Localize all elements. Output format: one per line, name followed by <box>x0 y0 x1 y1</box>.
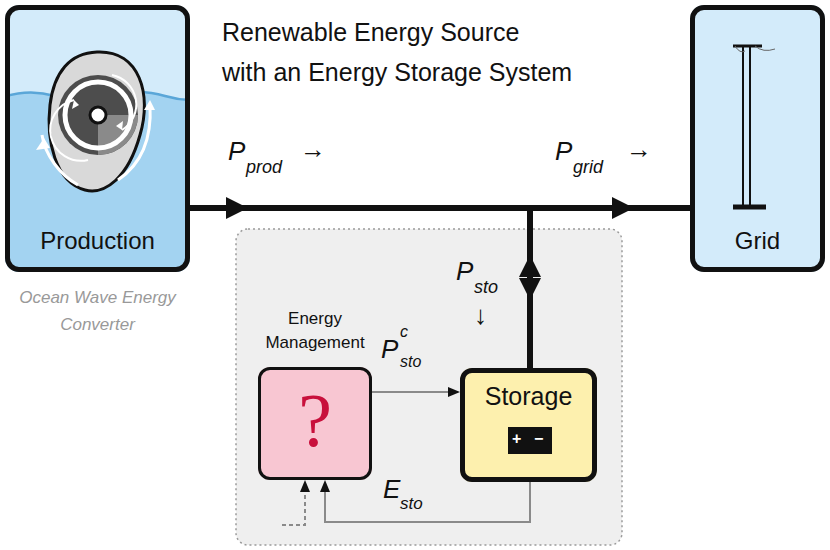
external-input-arrow <box>282 480 310 525</box>
symbol-letter: E <box>383 476 400 502</box>
arrow-head <box>448 387 460 397</box>
arrow-head <box>226 197 248 219</box>
box-heading: Energy Management <box>248 307 382 355</box>
storage-power-line <box>530 208 690 368</box>
battery-sign: + <box>512 431 521 447</box>
control-signal <box>372 391 458 393</box>
storage-power-line <box>519 208 690 368</box>
feedback-signal <box>325 482 530 522</box>
symbol-letter: P <box>555 138 572 164</box>
symbol-letter: P <box>381 336 398 362</box>
flow-arrow: → <box>626 136 652 162</box>
control-signal <box>372 387 460 397</box>
subscript: grid <box>573 158 603 176</box>
wave-converter-illustration <box>5 5 190 272</box>
production-box: ProductionOcean Wave Energy Converter <box>5 5 190 272</box>
subscript: sto <box>400 354 421 370</box>
storage-box: Storage <box>460 368 597 482</box>
battery-sign: − <box>534 431 543 447</box>
arrow-head <box>320 480 330 492</box>
subscript: sto <box>400 495 423 512</box>
feedback-signal <box>320 480 530 522</box>
arrow-head <box>519 278 541 300</box>
box-title: Production <box>5 227 190 255</box>
energy-management-box: Energy Management? <box>258 367 372 480</box>
storage-region <box>236 229 622 545</box>
arrow-head <box>519 255 541 277</box>
device-caption: Ocean Wave Energy Converter <box>0 284 195 338</box>
power-pole <box>733 46 775 207</box>
grid-box: Grid <box>690 5 825 272</box>
flow-arrow: ↓ <box>474 302 487 328</box>
symbol-letter: P <box>228 138 245 164</box>
question-mark: ? <box>258 375 372 465</box>
subscript: sto <box>474 278 498 296</box>
diagram-title: Renewable Energy Source with an Energy S… <box>222 12 577 92</box>
battery-icon <box>508 427 552 454</box>
box-title: Storage <box>460 382 597 411</box>
subscript: c <box>400 324 408 340</box>
symbol-letter: P <box>456 258 473 284</box>
subscript: prod <box>246 158 282 176</box>
box-title: Grid <box>690 227 825 255</box>
flow-arrow: → <box>300 136 326 162</box>
